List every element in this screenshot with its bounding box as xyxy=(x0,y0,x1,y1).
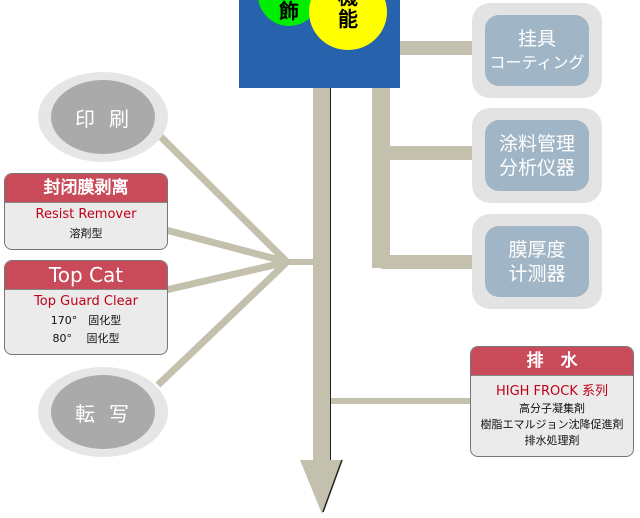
topcat-line: 80° 固化型 xyxy=(52,332,120,345)
printing-label: 印刷 xyxy=(51,80,155,154)
node-label: 膜厚度 xyxy=(508,238,566,261)
topcat-title: Top Cat xyxy=(5,261,167,290)
resist-title: 封闭膜剥离 xyxy=(5,174,167,203)
drainage-line: 高分子凝集剤 xyxy=(519,402,585,415)
rack-coating-node: 挂具コーティング xyxy=(472,3,602,98)
paint-analysis-node: 涂料管理分析仪器 xyxy=(472,108,602,203)
node-label: コーティング xyxy=(489,52,585,72)
drainage-title: 排 水 xyxy=(471,347,633,376)
drainage-line: 樹脂エマルジョン沈降促進剤 xyxy=(480,418,624,431)
decoration-label: 飾 xyxy=(279,0,299,23)
drainage-line: 排水処理剤 xyxy=(524,434,580,447)
node-label: 计测器 xyxy=(508,262,566,285)
node-label: 分析仪器 xyxy=(498,156,575,179)
topcat-box: Top Cat Top Guard Clear 170° 固化型 80° 固化型 xyxy=(4,260,168,355)
resist-subtitle: Resist Remover xyxy=(35,207,137,222)
function-label: 機能 xyxy=(338,0,358,31)
resist-remover-box: 封闭膜剥离 Resist Remover 溶剤型 xyxy=(4,173,168,250)
node-label: 挂具 xyxy=(517,27,556,50)
drainage-box: 排 水 HIGH FROCK 系列 高分子凝集剤 樹脂エマルジョン沈降促進剤 排… xyxy=(470,346,634,457)
function-circle: 機能 xyxy=(309,0,387,50)
transfer-node: 転写 xyxy=(38,367,168,457)
transfer-label: 転写 xyxy=(51,375,155,449)
central-box: 飾 機能 xyxy=(239,0,400,88)
film-thickness-node: 膜厚度计测器 xyxy=(472,214,602,309)
topcat-line: 170° 固化型 xyxy=(50,314,122,327)
resist-line: 溶剤型 xyxy=(69,227,103,240)
drainage-subtitle: HIGH FROCK 系列 xyxy=(495,384,609,399)
node-label: 涂料管理 xyxy=(498,132,575,155)
topcat-subtitle: Top Guard Clear xyxy=(34,294,138,309)
printing-node: 印刷 xyxy=(38,72,168,162)
